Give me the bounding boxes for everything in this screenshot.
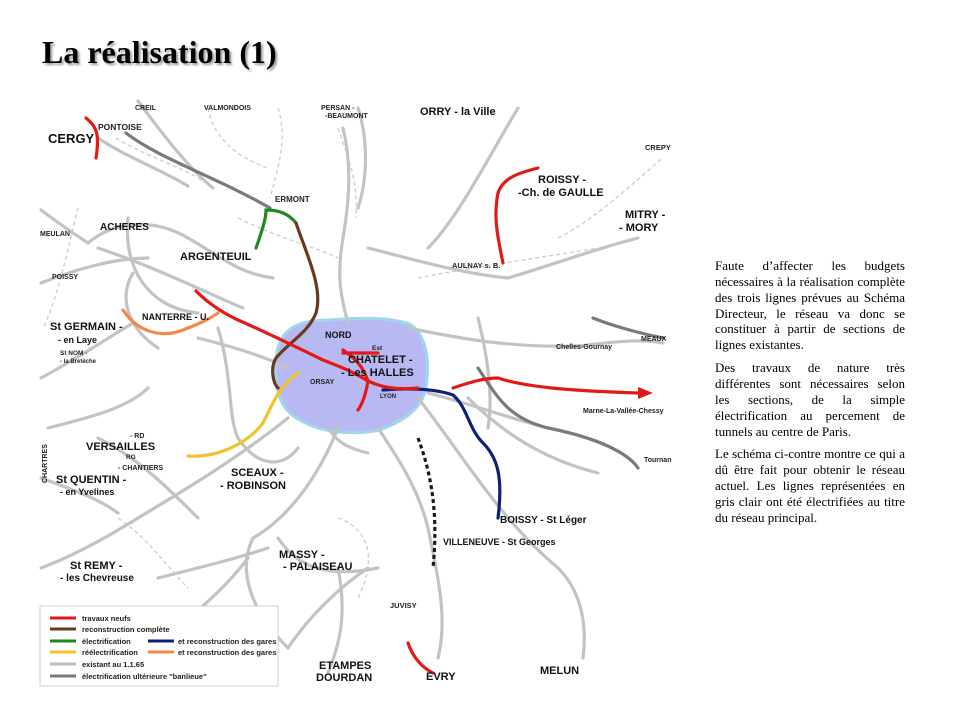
- svg-text:Est: Est: [372, 345, 383, 352]
- svg-text:MITRY -: MITRY -: [625, 209, 666, 221]
- svg-text:MEAUX: MEAUX: [641, 336, 667, 343]
- svg-text:DOURDAN: DOURDAN: [316, 672, 372, 684]
- svg-text:St QUENTIN -: St QUENTIN -: [56, 474, 127, 486]
- svg-text:- Les HALLES: - Les HALLES: [341, 367, 414, 379]
- svg-text:-Ch. de GAULLE: -Ch. de GAULLE: [518, 187, 604, 199]
- svg-text:MASSY -: MASSY -: [279, 549, 325, 561]
- page-title: La réalisation (1): [42, 34, 277, 70]
- svg-text:électrification: électrification: [82, 637, 131, 646]
- svg-text:EVRY: EVRY: [426, 671, 456, 683]
- svg-text:SCEAUX -: SCEAUX -: [231, 467, 284, 479]
- svg-text:VILLENEUVE - St Georges: VILLENEUVE - St Georges: [443, 537, 556, 547]
- svg-text:-BEAUMONT: -BEAUMONT: [325, 113, 368, 120]
- svg-text:BOISSY - St Léger: BOISSY - St Léger: [500, 515, 587, 526]
- svg-text:ORSAY: ORSAY: [310, 379, 335, 386]
- svg-text:CREPY: CREPY: [645, 143, 671, 152]
- svg-text:existant au 1.1.65: existant au 1.1.65: [82, 660, 144, 669]
- svg-text:RG: RG: [126, 454, 136, 461]
- paragraph-1: Faute d’affecter les budgets nécessaires…: [715, 258, 905, 353]
- description-text: Faute d’affecter les budgets nécessaires…: [715, 258, 905, 533]
- svg-text:NANTERRE - U.: NANTERRE - U.: [142, 312, 209, 322]
- grey-lines: [39, 99, 665, 675]
- svg-text:St NOM -: St NOM -: [60, 350, 87, 357]
- svg-text:- la Bretèche: - la Bretèche: [60, 359, 97, 365]
- svg-text:CHARTRES: CHARTRES: [42, 444, 49, 483]
- arrow-marne: [638, 387, 653, 399]
- svg-text:- CHANTIERS: - CHANTIERS: [118, 465, 163, 472]
- line-blue: [381, 387, 502, 520]
- svg-text:ACHERES: ACHERES: [100, 222, 149, 233]
- svg-text:ROISSY -: ROISSY -: [538, 174, 586, 186]
- svg-text:CHATELET -: CHATELET -: [348, 354, 413, 366]
- svg-text:AULNAY s. B.: AULNAY s. B.: [452, 261, 500, 270]
- svg-text:CREIL: CREIL: [135, 105, 157, 112]
- svg-text:VERSAILLES: VERSAILLES: [86, 441, 155, 453]
- place-labels: CERGY PONTOISE CREIL VALMONDOIS PERSAN -…: [40, 105, 671, 684]
- svg-text:reconstruction complète: reconstruction complète: [82, 625, 170, 634]
- svg-text:- MORY: - MORY: [619, 222, 659, 234]
- line-yellow: [186, 371, 300, 458]
- svg-text:électrification ultérieure "b: électrification ultérieure "banlieue": [82, 672, 207, 681]
- svg-text:ORRY - la Ville: ORRY - la Ville: [420, 106, 496, 118]
- svg-text:- RD: - RD: [130, 433, 144, 440]
- legend: travaux neufs reconstruction complète él…: [39, 605, 279, 687]
- svg-text:- PALAISEAU: - PALAISEAU: [283, 561, 353, 573]
- svg-text:PERSAN -: PERSAN -: [321, 105, 355, 112]
- svg-text:Marne-La-Vallée-Chessy: Marne-La-Vallée-Chessy: [583, 408, 664, 415]
- svg-text:- en Yvelines: - en Yvelines: [60, 487, 114, 497]
- svg-text:LYON: LYON: [380, 394, 396, 400]
- svg-text:PONTOISE: PONTOISE: [98, 122, 142, 132]
- svg-text:ERMONT: ERMONT: [275, 195, 310, 204]
- line-orange: [121, 308, 220, 336]
- svg-text:St GERMAIN -: St GERMAIN -: [50, 321, 123, 333]
- dark-grey-lines: [124, 131, 665, 470]
- svg-text:MELUN: MELUN: [540, 665, 579, 677]
- line-brown: [271, 221, 320, 390]
- svg-text:Tournan: Tournan: [644, 457, 671, 464]
- svg-text:travaux neufs: travaux neufs: [82, 614, 131, 623]
- svg-text:et reconstruction des gares: et reconstruction des gares: [178, 648, 276, 657]
- svg-text:CERGY: CERGY: [48, 131, 95, 146]
- svg-text:- les Chevreuse: - les Chevreuse: [60, 573, 134, 584]
- svg-text:- ROBINSON: - ROBINSON: [220, 480, 286, 492]
- paragraph-3: Le schéma ci-contre montre ce qui a dû ê…: [715, 446, 905, 525]
- svg-text:ETAMPES: ETAMPES: [319, 660, 371, 672]
- svg-text:JUVISY: JUVISY: [390, 601, 417, 610]
- svg-text:- en Laye: - en Laye: [58, 335, 97, 345]
- line-striped: [416, 437, 437, 569]
- svg-text:ARGENTEUIL: ARGENTEUIL: [180, 251, 252, 263]
- line-green: [254, 208, 298, 250]
- svg-text:POISSY: POISSY: [52, 274, 78, 281]
- paris-area: [274, 316, 429, 435]
- svg-text:et reconstruction des gares: et reconstruction des gares: [178, 637, 276, 646]
- svg-text:MEULAN: MEULAN: [40, 231, 70, 238]
- rer-network-map: CERGY PONTOISE CREIL VALMONDOIS PERSAN -…: [39, 99, 671, 687]
- svg-text:St REMY -: St REMY -: [70, 560, 123, 572]
- paragraph-2: Des travaux de nature très différentes s…: [715, 360, 905, 439]
- svg-text:réélectrification: réélectrification: [82, 648, 138, 657]
- svg-text:Chelles-Gournay: Chelles-Gournay: [556, 344, 612, 351]
- svg-text:NORD: NORD: [325, 330, 352, 340]
- red-lines: [84, 116, 640, 675]
- svg-text:VALMONDOIS: VALMONDOIS: [204, 105, 251, 112]
